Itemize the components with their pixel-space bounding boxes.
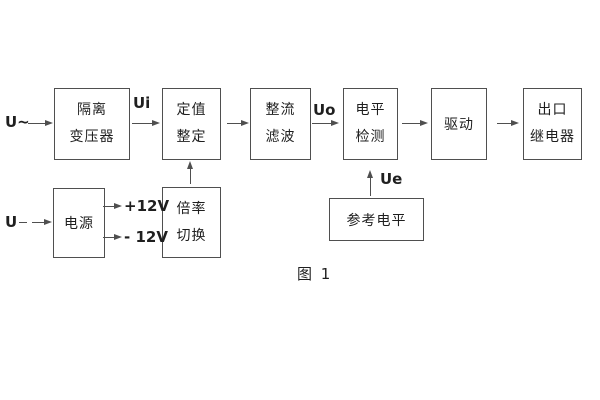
block-output-relay: 出口 继电器 [523, 88, 582, 160]
label-dc-input: U [5, 213, 18, 231]
block-label: 整定 [176, 129, 207, 145]
arrow-up-icon-ratio-to-setting [187, 161, 193, 184]
label-uo-signal: Uo [313, 101, 336, 119]
label-ac-input: U~ [5, 113, 30, 131]
dc-dash-line [19, 222, 27, 223]
arrow-right-icon-ac-to-transformer [28, 120, 53, 126]
block-label: 变压器 [69, 129, 115, 145]
block-label: 参考电平 [346, 212, 407, 229]
block-label: 检测 [355, 129, 386, 145]
label-plus-12v: +12V [124, 197, 170, 215]
block-label: 继电器 [530, 129, 575, 145]
block-label: 切换 [176, 227, 207, 244]
block-label: 驱动 [444, 117, 474, 133]
figure-caption: 图 1 [297, 265, 333, 283]
block-label: 整流 [265, 102, 296, 118]
arrow-right-icon-rectifier-to-level [312, 120, 339, 126]
arrow-right-icon-plus-12v [103, 203, 122, 209]
block-label: 出口 [537, 102, 568, 118]
block-label: 定值 [176, 102, 207, 118]
label-ue-signal: Ue [380, 170, 403, 188]
block-power-supply: 电源 [53, 188, 105, 258]
block-label: 电平 [355, 102, 386, 118]
block-setting-adjustment: 定值 整定 [162, 88, 221, 160]
block-label: 滤波 [265, 129, 296, 145]
arrow-right-icon-transformer-to-setting [132, 120, 160, 126]
label-minus-12v: - 12V [124, 228, 168, 246]
block-isolation-transformer: 隔离 变压器 [54, 88, 130, 160]
arrow-right-icon-driver-to-relay [497, 120, 519, 126]
arrow-up-icon-reference-to-level [367, 170, 373, 196]
arrow-right-icon-dc-to-power [32, 219, 52, 225]
block-rectifier-filter: 整流 滤波 [250, 88, 311, 160]
arrow-right-icon-setting-to-rectifier [227, 120, 249, 126]
block-ratio-switch: 倍率 切换 [162, 187, 221, 258]
block-reference-level: 参考电平 [329, 198, 424, 241]
block-level-detection: 电平 检测 [343, 88, 398, 160]
block-driver: 驱动 [431, 88, 487, 160]
block-label: 倍率 [176, 200, 207, 217]
block-label: 隔离 [77, 102, 107, 118]
label-ui-signal: Ui [133, 94, 151, 112]
arrow-right-icon-minus-12v [103, 234, 122, 240]
block-label: 电源 [64, 216, 94, 232]
arrow-right-icon-level-to-driver [402, 120, 428, 126]
